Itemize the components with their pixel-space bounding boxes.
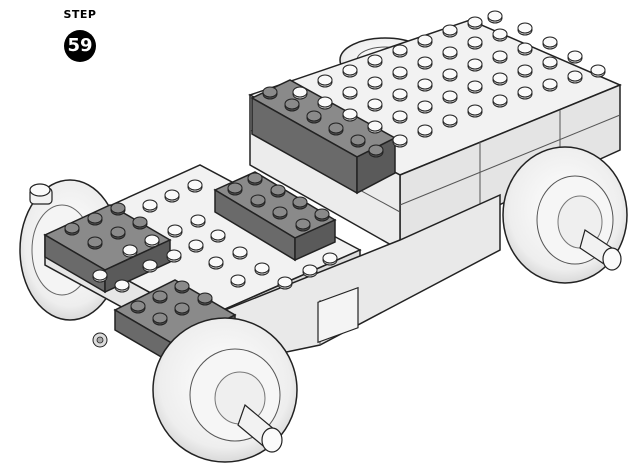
technic-hole — [93, 333, 107, 347]
front-right-wheel — [153, 318, 297, 462]
rear-right-wheel — [503, 147, 627, 283]
